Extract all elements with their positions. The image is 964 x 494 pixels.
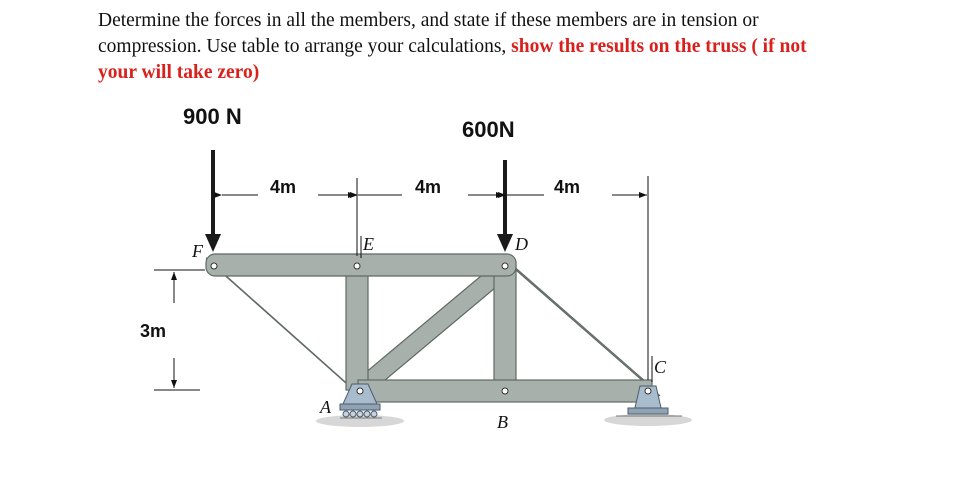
problem-highlight-1: show the results on the truss ( if not [511,36,807,57]
ground-hatching [316,414,692,427]
pin-B [501,387,509,395]
problem-line-2: compression. Use table to arrange your c… [98,34,918,60]
member-DB [493,261,517,387]
load-arrow-left [205,150,221,252]
load-label-left: 900 N [183,104,242,129]
load-arrow-right [497,160,513,252]
problem-line-2-text: compression. Use table to arrange your c… [98,36,512,57]
member-EA [345,261,369,391]
member-AD [351,259,515,397]
load-label-right: 600N [462,117,515,142]
member-FA [205,257,367,402]
problem-line-1: Determine the forces in all the members,… [98,10,759,31]
dimension-label-span2: 4m [415,177,441,197]
truss-members [205,253,661,403]
joint-leaders [360,236,653,382]
joint-label-A: A [319,397,332,417]
pin-E [353,262,361,270]
dimension-label-span3: 4m [554,177,580,197]
joint-label-D: D [514,234,528,254]
problem-highlight-2: your will take zero) [98,62,260,83]
support-pin-C [616,385,682,417]
dimension-horizontal [214,176,649,380]
joint-label-C: C [654,357,667,377]
dimension-label-span1: 4m [270,177,296,197]
pin-F [210,262,218,270]
dimension-label-height: 3m [140,321,166,341]
joint-label-F: F [191,241,204,261]
support-roller-A [339,383,382,419]
problem-statement: Determine the forces in all the members,… [98,8,918,86]
pin-D [501,262,509,270]
member-DC [501,255,661,397]
dimension-vertical [154,269,205,391]
joint-label-E: E [362,234,374,254]
joint-label-B: B [497,412,508,432]
